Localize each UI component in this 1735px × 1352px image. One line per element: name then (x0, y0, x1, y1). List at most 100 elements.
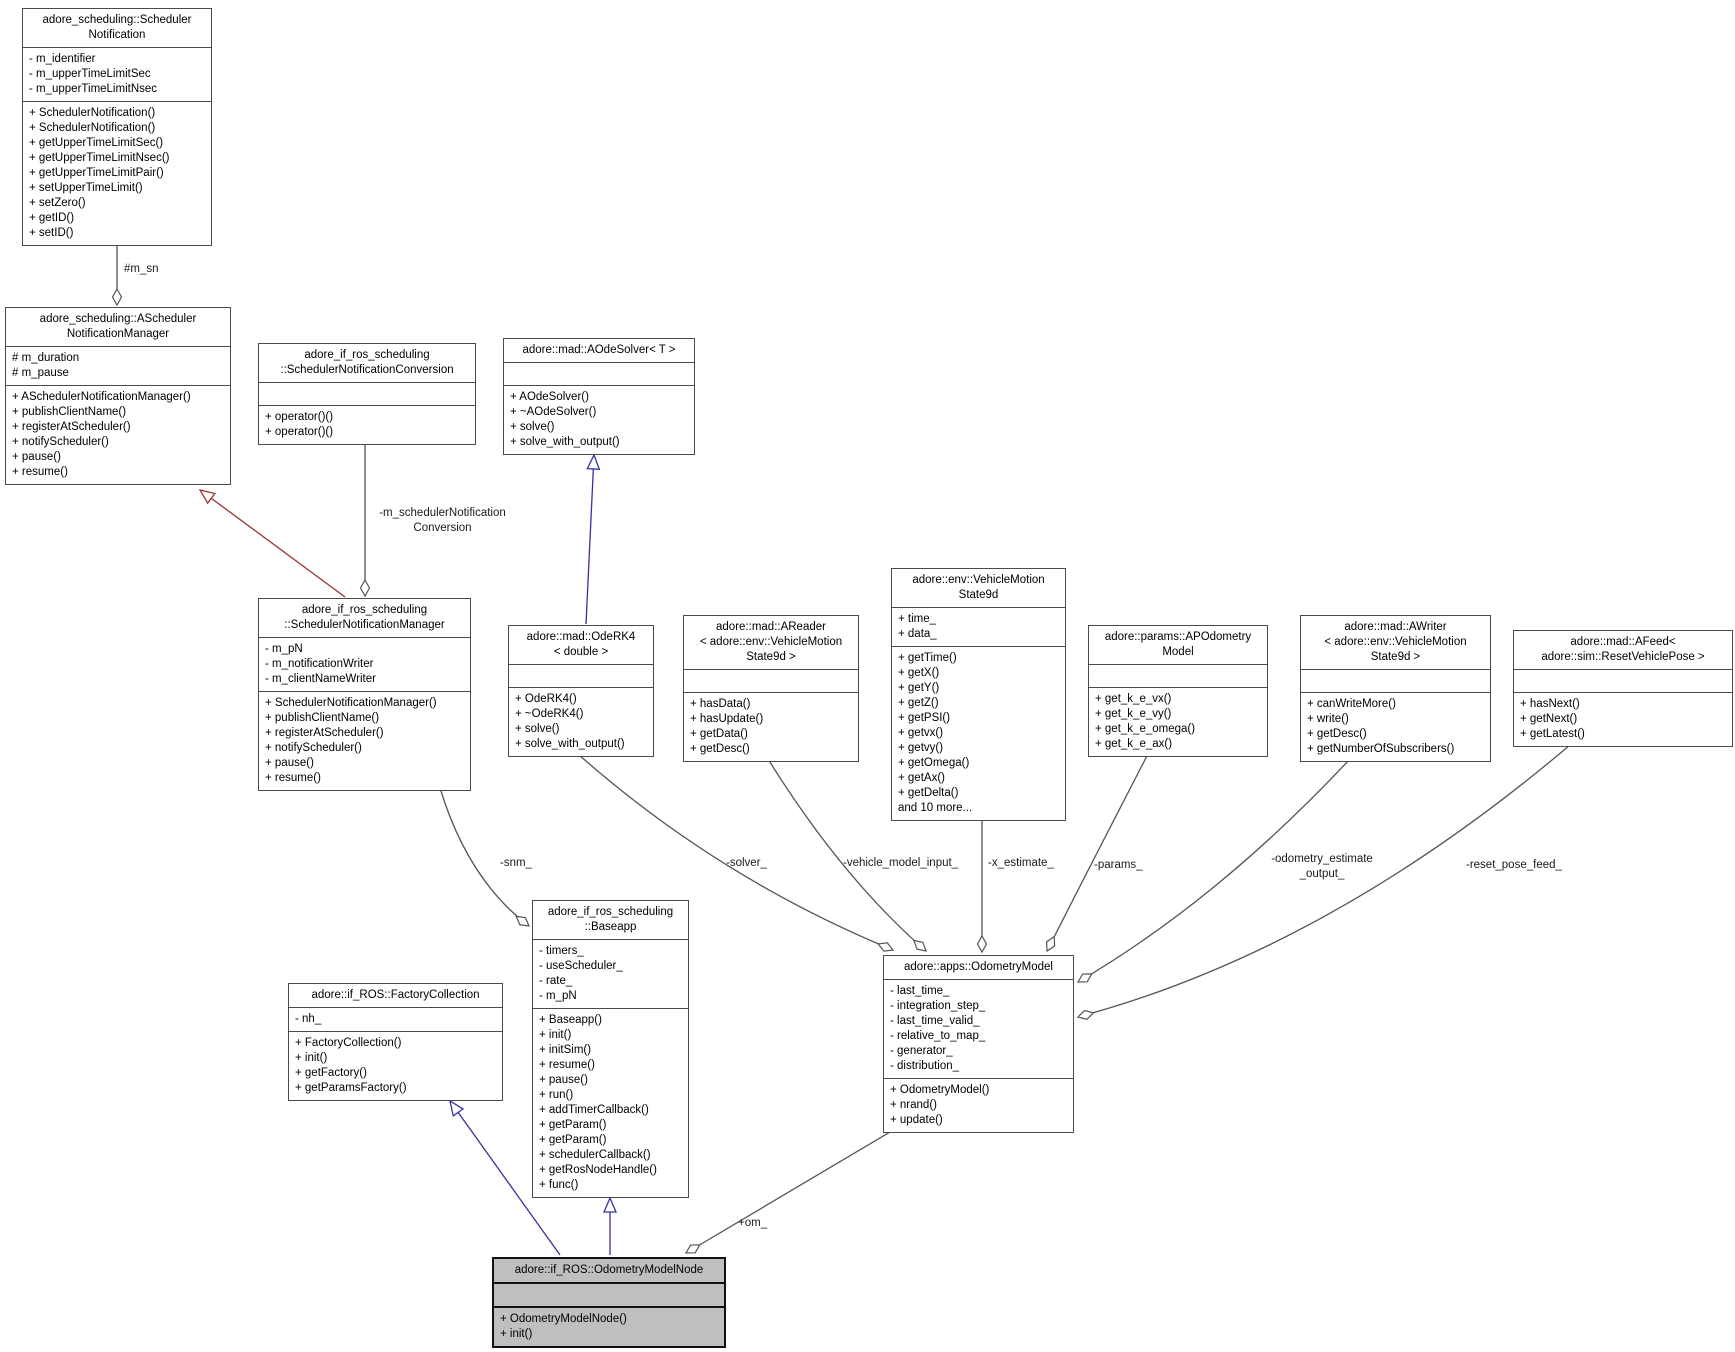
class-method: + getFactory() (295, 1067, 367, 1079)
class-name: adore::params::APOdometry Model (1089, 626, 1267, 665)
class-method: + hasData() (690, 698, 751, 710)
class-attributes: - last_time_ - integration_step_ - last_ti… (884, 980, 1073, 1079)
class-method: + init() (295, 1052, 328, 1064)
class-method: + getParam() (539, 1134, 607, 1146)
class-attributes (684, 670, 858, 693)
class-method: + solve() (515, 723, 560, 735)
class-attribute: - relative_to_map_ (890, 1030, 986, 1042)
class-attribute: + data_ (898, 628, 937, 640)
class-attributes: - timers_- useScheduler_- rate_- m_pN (533, 940, 688, 1009)
class-methods: + Baseapp()+ init()+ initSim()+ resume()… (533, 1009, 688, 1197)
class-methods: + OdometryModel()+ nrand()+ update() (884, 1079, 1073, 1132)
class-name: adore_scheduling::Scheduler Notification (23, 9, 211, 48)
class-method: + operator()() (265, 426, 334, 438)
class-attribute: - m_identifier (29, 53, 96, 65)
class-name: adore::apps::OdometryModel (884, 956, 1073, 980)
class-attributes: # m_duration # m_pause (6, 347, 230, 386)
class-name: adore::mad::OdeRK4 < double > (509, 626, 653, 665)
edge-snm-generalization (198, 489, 346, 598)
class-method: + notifyScheduler() (12, 436, 109, 448)
class-methods: + OdometryModelNode()+ init() (494, 1308, 724, 1346)
class-method: + solve_with_output() (515, 738, 625, 750)
edge-label-om: +om_ (738, 1217, 768, 1229)
edge-reset-pose-feed (1076, 744, 1571, 1020)
edge-oderk4-generalization (585, 453, 601, 625)
class-method: + solve_with_output() (510, 436, 620, 448)
uml-class-scheduler-notification-manager[interactable]: adore_if_ros_scheduling ::SchedulerNotif… (258, 598, 471, 791)
class-method: + getUpperTimeLimitPair() (29, 167, 164, 179)
class-method: + ASchedulerNotificationManager() (12, 391, 191, 403)
class-name: adore_if_ros_scheduling ::SchedulerNotif… (259, 599, 470, 638)
class-method: + func() (539, 1179, 579, 1191)
uml-class-factory-collection[interactable]: adore::if_ROS::FactoryCollection - nh_ +… (288, 983, 503, 1101)
uml-class-scheduler-notification-conversion[interactable]: adore_if_ros_scheduling ::SchedulerNotif… (258, 343, 476, 445)
class-attribute: # m_duration (12, 352, 80, 364)
uml-class-a-scheduler-notification-manager[interactable]: adore_scheduling::AScheduler Notificatio… (5, 307, 231, 485)
class-method: + getLatest() (1520, 728, 1585, 740)
class-method: + getDesc() (1307, 728, 1367, 740)
class-name: adore::mad::AWriter < adore::env::Vehicl… (1301, 616, 1490, 670)
class-attribute: - last_time_ (890, 985, 950, 997)
class-attribute: - m_clientNameWriter (265, 673, 376, 685)
class-method: + schedulerCallback() (539, 1149, 651, 1161)
class-method: + getNext() (1520, 713, 1578, 725)
uml-class-odometry-model[interactable]: adore::apps::OdometryModel - last_time_-… (883, 955, 1074, 1133)
edge-label-params: -params_ (1094, 859, 1143, 871)
class-method: + resume() (12, 466, 68, 478)
class-method: + getParam() (539, 1119, 607, 1131)
class-method: + hasUpdate() (690, 713, 764, 725)
uml-class-a-feed[interactable]: adore::mad::AFeed< adore::sim::ResetVehi… (1513, 630, 1733, 747)
class-attribute: - distribution_ (890, 1060, 960, 1072)
class-method: + registerAtScheduler() (12, 421, 131, 433)
class-name: adore_scheduling::AScheduler Notificatio… (6, 308, 230, 347)
uml-class-scheduler-notification[interactable]: adore_scheduling::Scheduler Notification… (22, 8, 212, 246)
class-name: adore::mad::AFeed< adore::sim::ResetVehi… (1514, 631, 1732, 670)
uml-class-a-reader[interactable]: adore::mad::AReader < adore::env::Vehicl… (683, 615, 859, 762)
class-method: + resume() (265, 772, 321, 784)
class-method: + getUpperTimeLimitNsec() (29, 152, 170, 164)
class-method: + get_k_e_ax() (1095, 738, 1173, 750)
class-method: + initSim() (539, 1044, 592, 1056)
class-method: + getPSI() (898, 712, 951, 724)
class-method: + SchedulerNotificationManager() (265, 697, 437, 709)
class-methods: + get_k_e_vx()+ get_k_e_vy()+ get_k_e_om… (1089, 688, 1267, 756)
edge-odometry-estimate-output (1076, 758, 1351, 983)
class-method: + getvx() (898, 727, 944, 739)
class-attribute: - m_pN (265, 643, 303, 655)
class-method: + getDelta() (898, 787, 959, 799)
class-attribute: # m_pause (12, 367, 69, 379)
edge-label-snm: -snm_ (500, 857, 532, 869)
uml-class-ode-rk4[interactable]: adore::mad::OdeRK4 < double > + OdeRK4()… (508, 625, 654, 757)
uml-class-ap-odometry-model[interactable]: adore::params::APOdometry Model + get_k_… (1088, 625, 1268, 757)
class-method: + OdometryModel() (890, 1084, 990, 1096)
class-method: + registerAtScheduler() (265, 727, 384, 739)
class-attributes (504, 363, 694, 386)
class-attribute: - last_time_valid_ (890, 1015, 980, 1027)
uml-class-baseapp[interactable]: adore_if_ros_scheduling ::Baseapp - time… (532, 900, 689, 1198)
class-method: + getAx() (898, 772, 945, 784)
uml-class-vehicle-motion-state9d[interactable]: adore::env::VehicleMotion State9d + time… (891, 568, 1066, 821)
class-method: + getRosNodeHandle() (539, 1164, 657, 1176)
class-methods: + OdeRK4()+ ~OdeRK4()+ solve()+ solve_wi… (509, 688, 653, 756)
uml-class-a-writer[interactable]: adore::mad::AWriter < adore::env::Vehicl… (1300, 615, 1491, 762)
class-method: + setUpperTimeLimit() (29, 182, 143, 194)
class-attribute: - integration_step_ (890, 1000, 986, 1012)
edge-label-odometry-estimate-output: -odometry_estimate _output_ (1271, 853, 1373, 880)
class-attributes (494, 1284, 724, 1308)
class-method: + getTime() (898, 652, 957, 664)
edge-params (1045, 753, 1149, 953)
edge-snm (439, 787, 530, 927)
edge-node-generalization-factory (449, 1099, 561, 1256)
class-method: + FactoryCollection() (295, 1037, 402, 1049)
class-method: + get_k_e_vx() (1095, 693, 1172, 705)
class-method: + resume() (539, 1059, 595, 1071)
uml-class-a-ode-solver[interactable]: adore::mad::AOdeSolver< T > + AOdeSolver… (503, 338, 695, 455)
class-method: + SchedulerNotification() (29, 107, 156, 119)
class-method: + init() (539, 1029, 572, 1041)
class-attributes: - m_identifier- m_upperTimeLimitSec- m_u… (23, 48, 211, 102)
class-attributes (1301, 670, 1490, 693)
uml-class-odometry-model-node[interactable]: adore::if_ROS::OdometryModelNode + Odome… (492, 1257, 726, 1348)
class-method: and 10 more... (898, 802, 973, 814)
class-name: adore::mad::AReader < adore::env::Vehicl… (684, 616, 858, 670)
